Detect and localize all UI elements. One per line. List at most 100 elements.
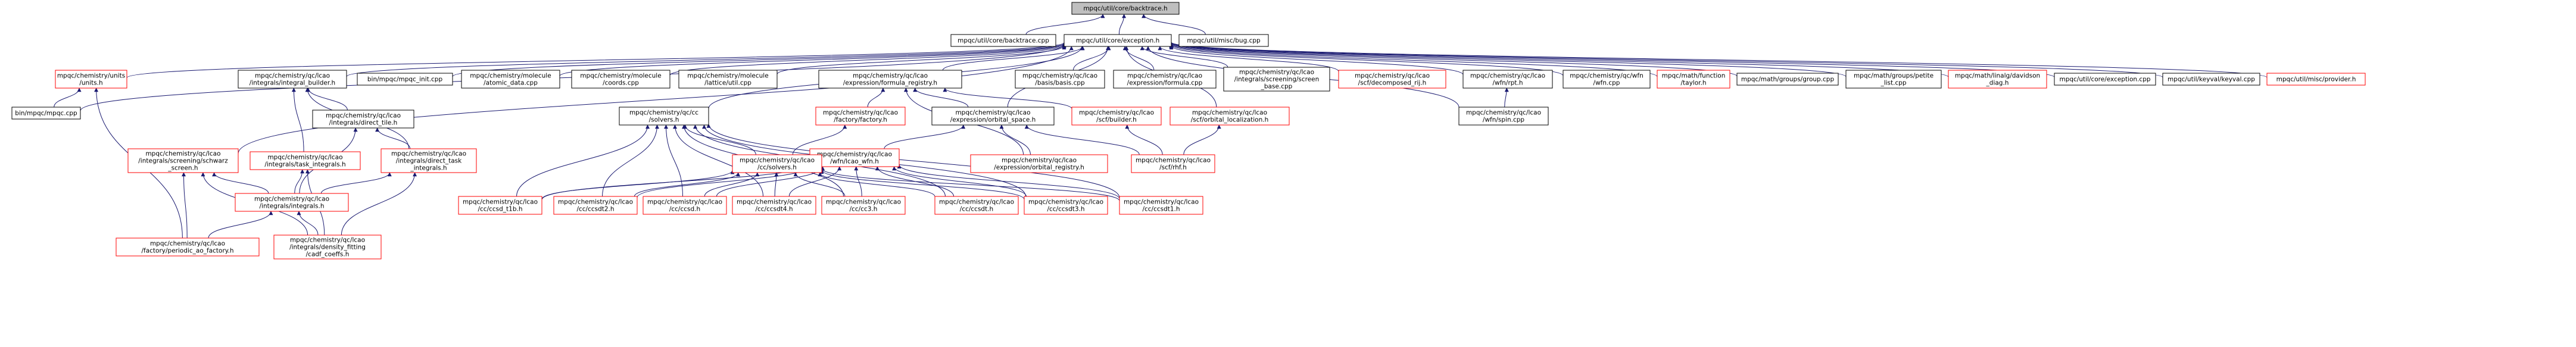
node-box — [1223, 67, 1330, 92]
node-coords-cpp[interactable]: mpqc/chemistry/molecule/coords.cpp — [571, 70, 670, 89]
node-screening-base-cpp[interactable]: mpqc/chemistry/qc/lcao/integrals/screeni… — [1223, 67, 1330, 92]
dependency-edge — [673, 124, 763, 197]
node-integral-builder-h[interactable]: mpqc/chemistry/qc/lcao/integrals/integra… — [238, 70, 347, 89]
node-periodic-ao-factory-h[interactable]: mpqc/chemistry/qc/lcao/factory/periodic_… — [116, 237, 260, 257]
node-label-line: mpqc/chemistry/qc/lcao — [255, 73, 330, 80]
node-task-integrals-h[interactable]: mpqc/chemistry/qc/lcao/integrals/task_in… — [250, 151, 361, 170]
node-label-line: /cc/ccsd.h — [669, 206, 700, 213]
node-label-line: mpqc/math/linalg/davidson — [1955, 73, 2040, 80]
node-label-line: mpqc/chemistry/qc/lcao — [939, 199, 1014, 206]
node-orbital-registry-h[interactable]: mpqc/chemistry/qc/lcao/expression/orbita… — [970, 154, 1108, 173]
node-direct-tile-h[interactable]: mpqc/chemistry/qc/lcao/integrals/direct_… — [312, 110, 414, 129]
node-scf-builder-h[interactable]: mpqc/chemistry/qc/lcao/scf/builder.h — [1071, 107, 1162, 126]
dependency-edge — [704, 172, 760, 197]
node-label-line: /basis/basis.cpp — [1035, 80, 1085, 87]
node-provider-h[interactable]: mpqc/util/misc/provider.h — [2266, 73, 2366, 86]
node-label-line: mpqc/chemistry/qc/lcao — [740, 157, 815, 164]
node-box — [1462, 70, 1553, 89]
dependency-edge — [1072, 46, 1111, 71]
node-box — [1458, 107, 1549, 126]
node-decomposed-rij-h[interactable]: mpqc/chemistry/qc/lcao/scf/decomposed_ri… — [1338, 70, 1446, 89]
node-label-line: mpqc/chemistry/qc/lcao — [1136, 157, 1211, 164]
node-cadf-coeffs-h[interactable]: mpqc/chemistry/qc/lcao/integrals/density… — [273, 235, 382, 260]
node-box — [2266, 73, 2366, 86]
node-box — [55, 70, 127, 89]
node-units-h[interactable]: mpqc/chemistry/units/units.h — [55, 70, 127, 89]
node-cc3-h[interactable]: mpqc/chemistry/qc/lcao/cc/cc3.h — [821, 196, 906, 215]
node-group-cpp[interactable]: mpqc/math/groups/group.cpp — [1736, 73, 1839, 86]
node-label-line: /integrals/density_fitting — [289, 244, 366, 251]
node-exception-h[interactable]: mpqc/util/core/exception.h — [1064, 34, 1172, 47]
node-label-line: /integrals/screening/schwarz — [138, 158, 228, 165]
node-box — [815, 107, 906, 126]
node-taylor-h[interactable]: mpqc/math/function/taylor.h — [1657, 70, 1730, 89]
node-orbital-localization-h[interactable]: mpqc/chemistry/qc/lcao/scf/orbital_local… — [1170, 107, 1290, 126]
dependency-edge — [892, 166, 1027, 197]
node-scf-rhf-h[interactable]: mpqc/chemistry/qc/lcao/scf/rhf.h — [1131, 154, 1215, 173]
dependency-edge — [54, 87, 82, 108]
node-mpqc-init-cpp[interactable]: bin/mpqc/mpqc_init.cpp — [357, 73, 453, 86]
dependency-edge — [942, 46, 1085, 71]
node-keyval-cpp[interactable]: mpqc/util/keyval/keyval.cpp — [2162, 73, 2260, 86]
dependency-edge — [1504, 87, 1509, 108]
node-label-line: mpqc/chemistry/qc/lcao — [254, 196, 329, 203]
node-lcao-wfn-h[interactable]: mpqc/chemistry/qc/lcao/wfn/lcao_wfn.h — [809, 148, 900, 167]
dependency-edge — [291, 87, 304, 152]
node-mpqc-cpp[interactable]: bin/mpqc/mpqc.cpp — [11, 107, 81, 120]
node-wfn-spin-cpp[interactable]: mpqc/chemistry/qc/lcao/wfn/spin.cpp — [1458, 107, 1549, 126]
node-formula-cpp[interactable]: mpqc/chemistry/qc/lcao/expression/formul… — [1113, 70, 1217, 89]
node-schwarz-screen-h[interactable]: mpqc/chemistry/qc/lcao/integrals/screeni… — [127, 148, 239, 173]
dependency-edge — [634, 172, 741, 197]
node-orbital-space-h[interactable]: mpqc/chemistry/qc/lcao/expression/orbita… — [931, 107, 1055, 126]
node-ccsdt2-h[interactable]: mpqc/chemistry/qc/lcao/cc/ccsdt2.h — [553, 196, 638, 215]
node-label-line: mpqc/util/misc/provider.h — [2276, 76, 2356, 83]
node-ccsdt3-h[interactable]: mpqc/chemistry/qc/lcao/cc/ccsdt3.h — [1024, 196, 1108, 215]
node-cc-solvers-h[interactable]: mpqc/chemistry/qc/cc/solvers.h — [619, 107, 709, 126]
node-label-line: mpqc/util/keyval/keyval.cpp — [2168, 76, 2255, 83]
dependency-edge — [375, 127, 411, 149]
node-davidson-diag-h[interactable]: mpqc/math/linalg/davidson_diag.h — [1948, 70, 2047, 89]
dependency-edge — [1125, 124, 1163, 155]
node-label-line: mpqc/chemistry/qc/lcao — [1355, 73, 1430, 80]
node-box — [2054, 73, 2156, 86]
dependency-edge — [208, 211, 273, 239]
node-label-line: _diag.h — [1986, 80, 2009, 87]
node-box — [1736, 73, 1839, 86]
node-wfn-cpp[interactable]: mpqc/chemistry/qc/wfn/wfn.cpp — [1563, 70, 1651, 89]
node-label-line: /integrals/integral_builder.h — [250, 80, 335, 87]
node-direct-task-integrals-h[interactable]: mpqc/chemistry/qc/lcao/integrals/direct_… — [381, 148, 477, 173]
node-box — [381, 148, 477, 173]
node-wfn-rpt-h[interactable]: mpqc/chemistry/qc/lcao/wfn/rpt.h — [1462, 70, 1553, 89]
node-backtrace-h[interactable]: mpqc/util/core/backtrace.h — [1071, 2, 1180, 15]
dependency-edge — [819, 168, 1120, 201]
node-backtrace-cpp[interactable]: mpqc/util/core/backtrace.cpp — [950, 34, 1056, 47]
node-atomic-data-cpp[interactable]: mpqc/chemistry/molecule/atomic_data.cpp — [461, 70, 560, 89]
node-bug-cpp[interactable]: mpqc/util/misc/bug.cpp — [1178, 34, 1269, 47]
dependency-edge — [346, 42, 1066, 77]
node-label-line: /coords.cpp — [603, 80, 639, 87]
node-lcao-cc-solvers-h[interactable]: mpqc/chemistry/qc/lcao/cc/solvers.h — [732, 154, 822, 173]
dependency-edge — [1169, 45, 1464, 76]
dependency-edge — [1118, 14, 1127, 35]
node-integrals-h[interactable]: mpqc/chemistry/qc/lcao/integrals/integra… — [235, 193, 349, 212]
dependency-edge — [706, 123, 1120, 198]
node-box — [1015, 70, 1105, 89]
node-petite-list-cpp[interactable]: mpqc/math/groups/petite_list.cpp — [1845, 70, 1942, 89]
dependency-edge — [602, 124, 659, 197]
node-exception-cpp[interactable]: mpqc/util/core/exception.cpp — [2054, 73, 2156, 86]
node-ccsdt-h[interactable]: mpqc/chemistry/qc/lcao/cc/ccsdt.h — [934, 196, 1019, 215]
node-lattice-util-cpp[interactable]: mpqc/chemistry/molecule/lattice/util.cpp — [678, 70, 778, 89]
node-label-line: mpqc/chemistry/qc/lcao — [145, 151, 220, 158]
node-factory-h[interactable]: mpqc/chemistry/qc/lcao/factory/factory.h — [815, 107, 906, 126]
node-ccsd-t1b-h[interactable]: mpqc/chemistry/qc/lcao/cc/ccsd_t1b.h — [458, 196, 542, 215]
node-label-line: /wfn/rpt.h — [1492, 80, 1523, 87]
node-formula-registry-h[interactable]: mpqc/chemistry/qc/lcao/expression/formul… — [818, 70, 962, 89]
node-box — [643, 196, 727, 215]
dependency-edge — [913, 87, 969, 108]
node-ccsdt1-h[interactable]: mpqc/chemistry/qc/lcao/cc/ccsdt1.h — [1119, 196, 1203, 215]
node-basis-cpp[interactable]: mpqc/chemistry/qc/lcao/basis/basis.cpp — [1015, 70, 1105, 89]
dependency-edge — [516, 124, 650, 197]
node-label-line: /factory/periodic_ao_factory.h — [141, 248, 233, 255]
node-ccsdt4-h[interactable]: mpqc/chemistry/qc/lcao/cc/ccsdt4.h — [732, 196, 816, 215]
node-ccsd-h[interactable]: mpqc/chemistry/qc/lcao/cc/ccsd.h — [643, 196, 727, 215]
